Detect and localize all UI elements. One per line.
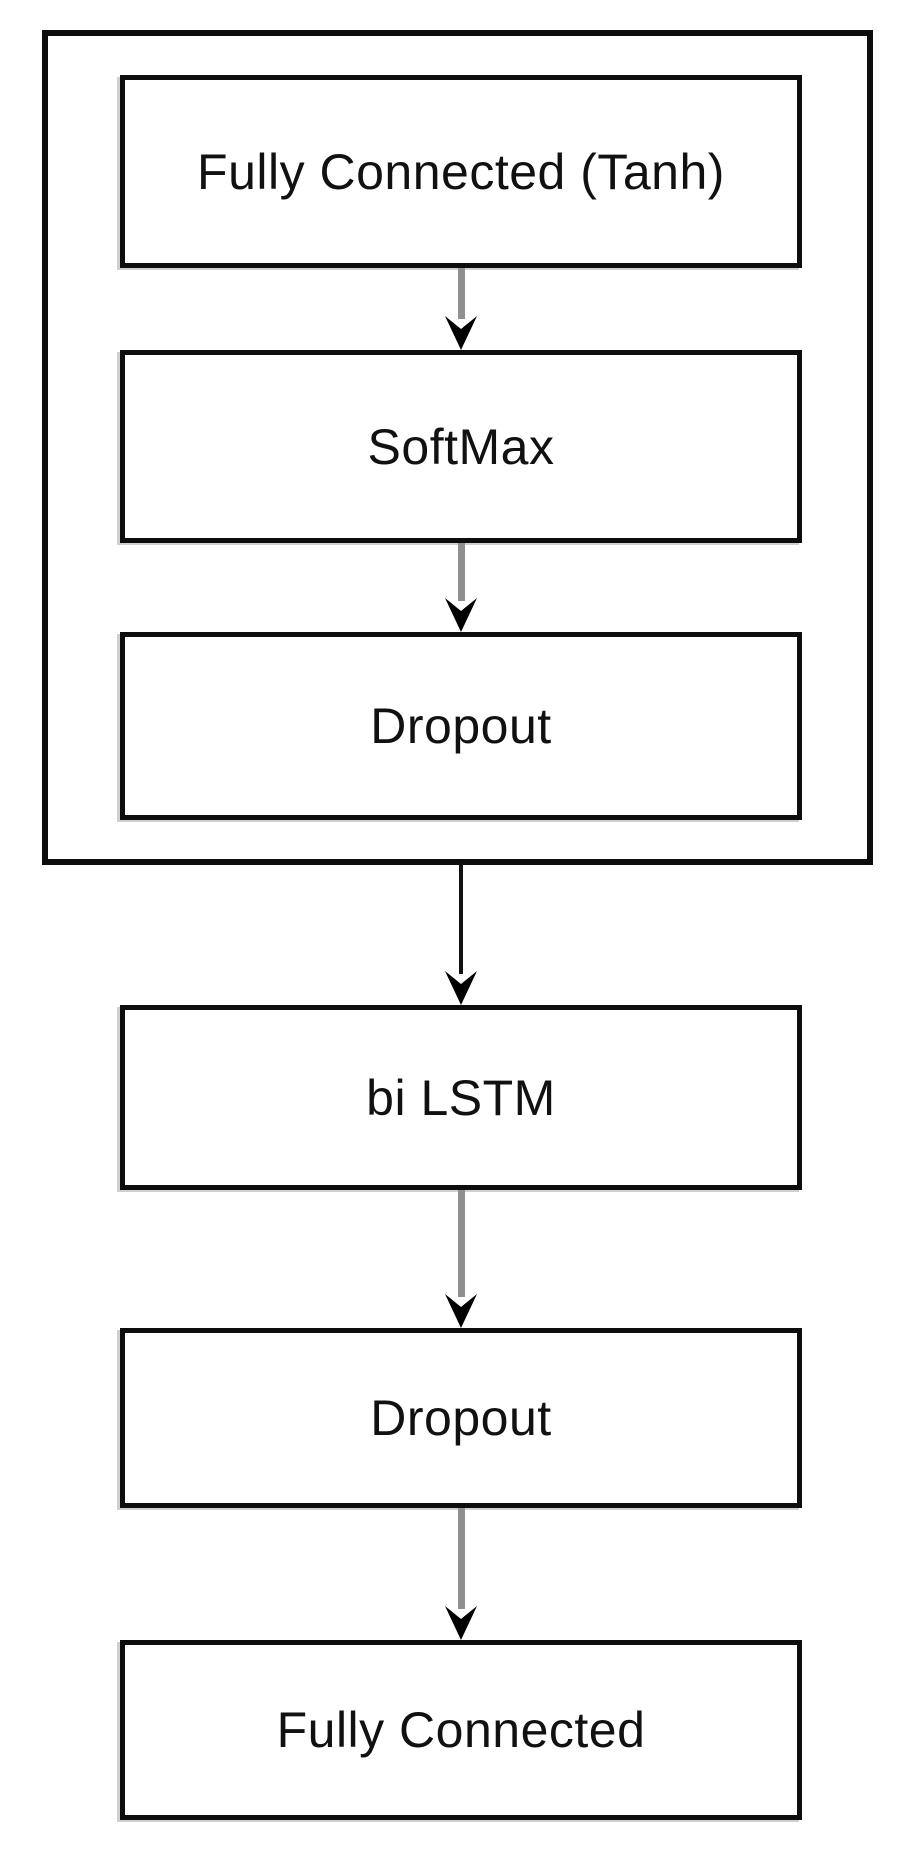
node-label: Fully Connected (Tanh) [197,143,725,200]
layer-group-box [42,30,873,865]
connector-bilstm-to-dropout [443,1190,479,1328]
arrow-shaft [457,1508,465,1609]
node-label: bi LSTM [366,1069,556,1126]
connector-softmax-to-dropout [443,543,479,632]
arrowhead-down-icon [445,1606,477,1640]
node-dropout-top: Dropout [120,632,802,820]
node-softmax: SoftMax [120,350,802,543]
node-dropout-bottom: Dropout [120,1328,802,1508]
arrowhead-down-icon [445,971,477,1005]
connector-group-to-bilstm [443,863,479,1005]
arrow-shaft [457,1190,465,1297]
arrow-shaft [457,268,465,319]
connector-fc-tanh-to-softmax [443,268,479,350]
node-fully-connected-tanh: Fully Connected (Tanh) [120,75,802,268]
arrow-shaft [459,863,463,974]
arrowhead-down-icon [445,1294,477,1328]
arrowhead-down-icon [445,316,477,350]
connector-dropout-to-fc [443,1508,479,1640]
node-label: Fully Connected [276,1702,646,1758]
arrow-shaft [457,543,465,601]
node-label: SoftMax [367,418,555,475]
node-label: Dropout [370,1390,552,1446]
node-bi-lstm: bi LSTM [120,1005,802,1190]
node-fully-connected: Fully Connected [120,1640,802,1820]
arrowhead-down-icon [445,598,477,632]
node-label: Dropout [370,698,552,754]
